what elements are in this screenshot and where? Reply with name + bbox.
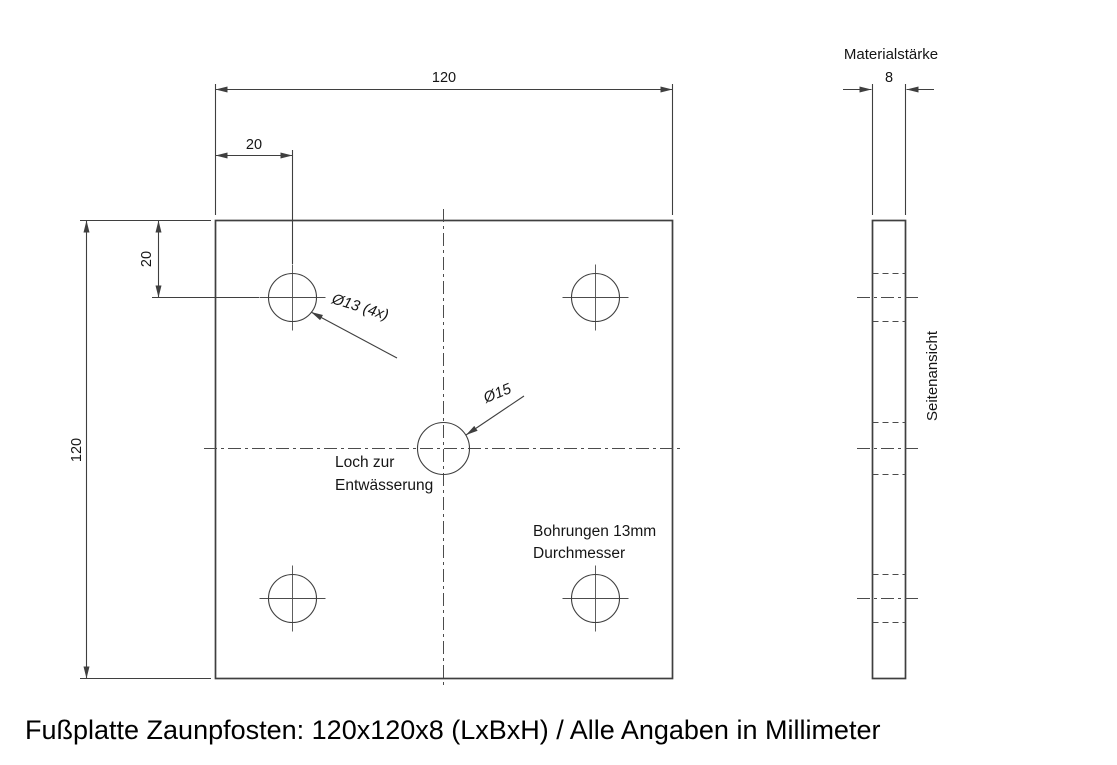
side-profile-outline (871, 219, 907, 680)
dimension-height-value: 120 (69, 438, 85, 462)
dimension-thickness-value: 8 (885, 70, 893, 86)
side-view-label: Seitenansicht (924, 330, 941, 421)
dimension-width-top: 120 (214, 70, 674, 215)
dimension-height-left: 120 (69, 219, 211, 680)
bolt-hole-top-left (259, 264, 326, 331)
dimension-offset-y-value: 20 (139, 251, 155, 267)
hole-circle (416, 421, 471, 476)
holes-note-line1: Bohrungen 13mm (533, 523, 656, 540)
bolt-hole-bottom-left (259, 565, 326, 632)
leader-line (465, 395, 525, 436)
hole-circle (570, 272, 621, 323)
dimension-hole-offset-y: 20 (139, 220, 259, 299)
drain-note-line1: Loch zur (335, 454, 394, 471)
leader-center-hole-diameter: Ø15 (465, 380, 525, 436)
dimension-thickness: 8 (843, 70, 934, 215)
bolt-hole-bottom-right (562, 565, 629, 632)
hole-circle (570, 573, 621, 624)
holes-note: Bohrungen 13mm Durchmesser (533, 523, 656, 562)
leader-line (310, 311, 398, 359)
front-view: 120 20 20 120 Ø13 (4x) Ø15 (69, 70, 683, 689)
leader-corner-hole-diameter: Ø13 (4x) (310, 290, 398, 359)
side-view: Materialstärke 8 Seitenansicht (843, 46, 941, 680)
drain-note-line2: Entwässerung (335, 477, 433, 494)
corner-hole-diameter-label: Ø13 (4x) (329, 290, 391, 324)
drain-hole-center (416, 421, 471, 476)
drawing-title: Fußplatte Zaunpfosten: 120x120x8 (LxBxH)… (25, 715, 880, 745)
dimension-width-value: 120 (432, 70, 456, 86)
hole-circle (267, 573, 318, 624)
side-view-header: Materialstärke (844, 46, 938, 63)
dimension-offset-x-value: 20 (246, 137, 262, 153)
hole-circle (267, 272, 318, 323)
holes-note-line2: Durchmesser (533, 545, 625, 562)
drain-note: Loch zur Entwässerung (335, 454, 433, 494)
bolt-hole-top-right (562, 264, 629, 331)
dimension-hole-offset-x: 20 (215, 137, 294, 264)
center-hole-diameter-label: Ø15 (480, 380, 514, 407)
